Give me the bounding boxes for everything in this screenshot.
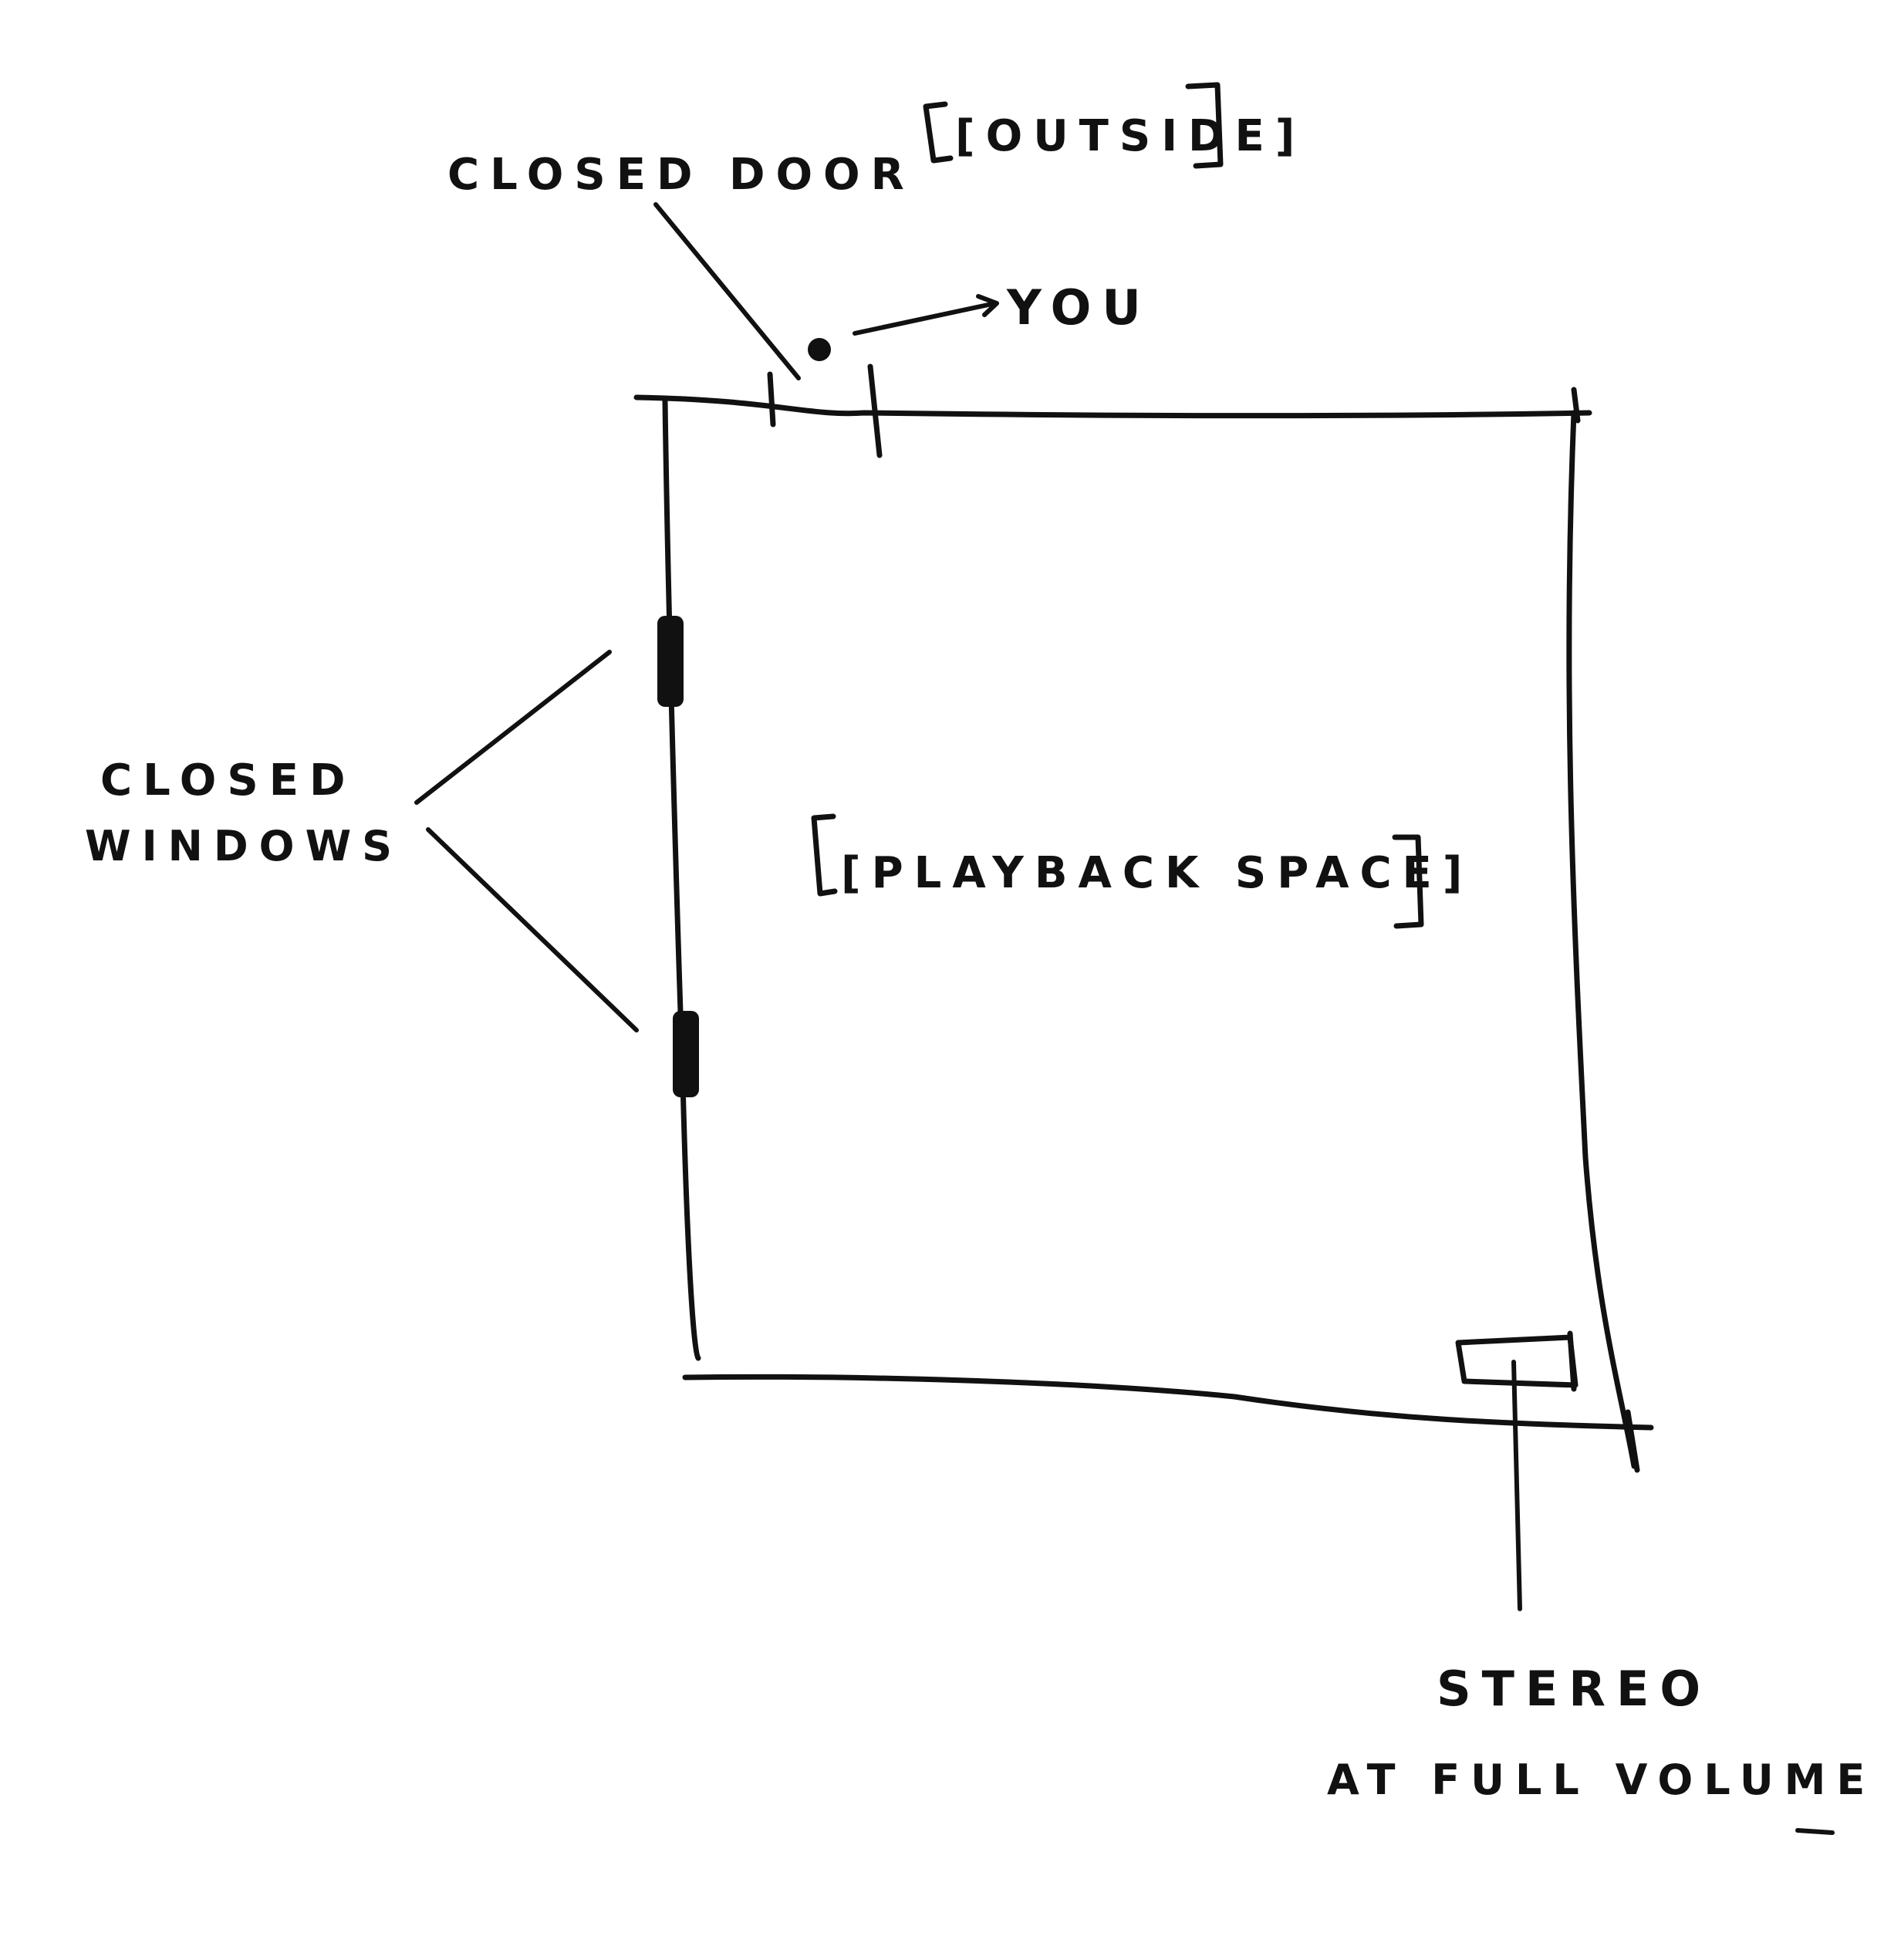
stereo-leader — [1511, 1360, 1522, 1611]
outside-brackets — [923, 82, 1224, 169]
room-walls — [633, 387, 1654, 1473]
playback-brackets — [811, 813, 1424, 929]
bottom-wall — [682, 1374, 1654, 1431]
windows-leader-lower — [426, 827, 639, 1032]
top-wall-right-tick — [1571, 387, 1581, 424]
top-wall — [633, 394, 1592, 419]
door-jamb-left — [767, 371, 776, 427]
you-arrow-line — [853, 301, 998, 336]
closed-door-label: CLOSED DOOR — [447, 150, 915, 200]
closed-door — [767, 363, 883, 458]
door-leader — [653, 202, 801, 380]
outside-bracket-right — [1185, 82, 1224, 169]
you-marker — [808, 338, 831, 361]
stereo-right-tick — [1567, 1330, 1577, 1392]
left-wall — [662, 398, 701, 1361]
outside-bracket-left — [923, 101, 954, 164]
stereo-label-line1: STEREO — [1437, 1661, 1711, 1717]
door-jamb-right — [867, 363, 883, 458]
leader-lines — [414, 202, 1835, 1835]
right-wall — [1566, 410, 1637, 1469]
stereo-box — [1455, 1330, 1579, 1392]
window-lower — [673, 1011, 699, 1097]
window-upper — [657, 616, 684, 707]
closed-windows-label-line1: CLOSED — [100, 755, 356, 806]
windows-leader-upper — [414, 650, 612, 805]
bottom-wall-right-tick — [1625, 1409, 1640, 1473]
playback-bracket-right — [1392, 834, 1424, 929]
you-arrow-head — [976, 294, 999, 317]
stereo-label-line2: AT FULL VOLUME — [1327, 1756, 1876, 1804]
closed-windows — [657, 616, 699, 1097]
closed-windows-label-line2: WINDOWS — [85, 822, 403, 870]
stereo-outline — [1455, 1334, 1579, 1388]
you-label: YOU — [1006, 279, 1152, 336]
outside-label: [OUTSIDE] — [955, 111, 1305, 161]
playback-bracket-left — [811, 813, 838, 897]
playback-space-label: [PLAYBACK SPACE] — [841, 848, 1473, 898]
volume-underline — [1795, 1828, 1835, 1835]
